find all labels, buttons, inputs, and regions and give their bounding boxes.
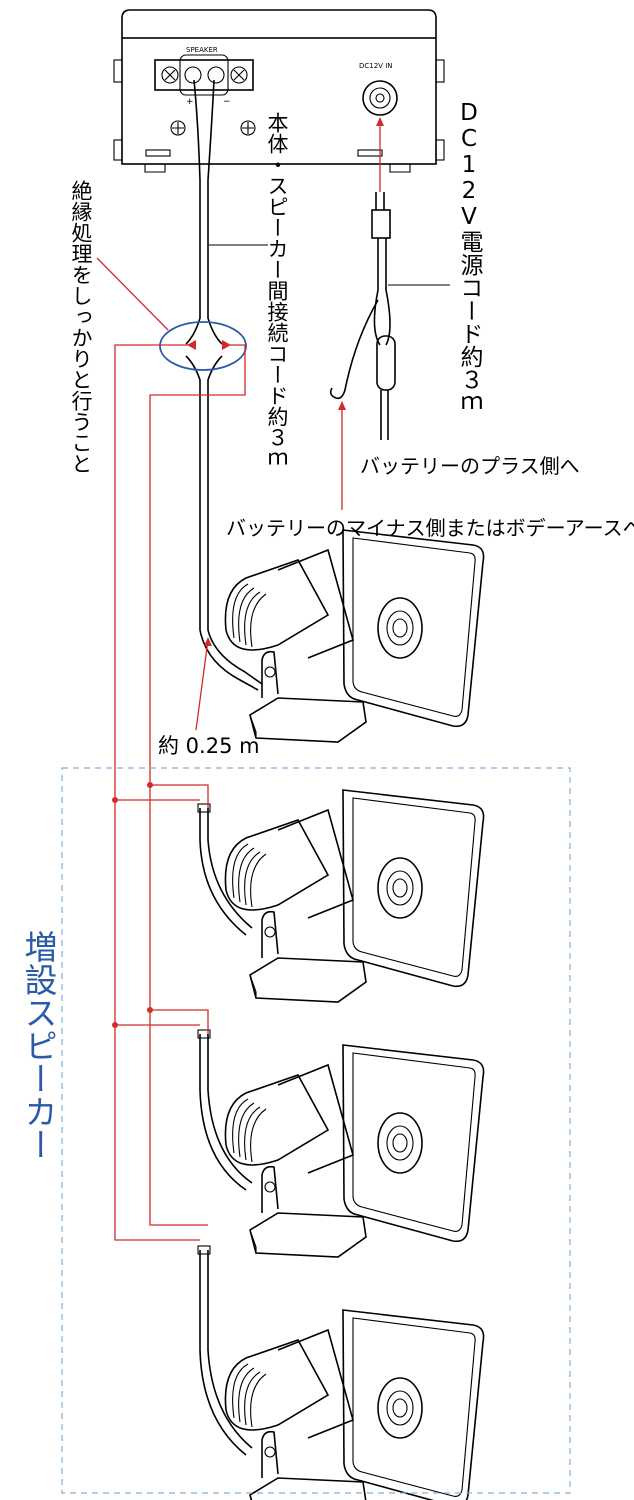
speaker-terminal-label: SPEAKER: [186, 46, 218, 54]
insulation-highlight: [159, 321, 247, 371]
extra-speaker-3: [224, 1309, 485, 1500]
extra-speakers-label: 増設スピーカー: [19, 930, 58, 1161]
extra-speaker-2: [224, 1044, 485, 1258]
speaker-cord-label: 本体・スピーカー間接続コード約３ｍ: [265, 112, 289, 469]
power-cord-label: DC12V電源コード約３ｍ: [456, 100, 482, 414]
svg-text:−: −: [223, 97, 231, 107]
extension-box: [61, 767, 571, 1494]
svg-text:+: +: [186, 97, 194, 107]
extra-speaker-leads: [197, 803, 253, 1456]
main-speaker: [224, 529, 485, 743]
battery-plus-label: バッテリーのプラス側へ: [360, 454, 580, 478]
dc-input-label: DC12V IN: [359, 62, 393, 70]
insulation-note: 絶縁処理をしっかりと行うこと: [69, 180, 93, 474]
speaker-cord: [185, 79, 268, 691]
power-cord: [329, 117, 450, 510]
parallel-wiring: [112, 340, 246, 1241]
battery-minus-label: バッテリーのマイナス側またはボデーアースへ: [226, 516, 634, 540]
extra-speaker-1: [224, 789, 485, 1003]
amplifier-unit: SPEAKER + − DC12V IN: [113, 9, 445, 173]
lead-length-label: 約 0.25 m: [158, 734, 260, 758]
